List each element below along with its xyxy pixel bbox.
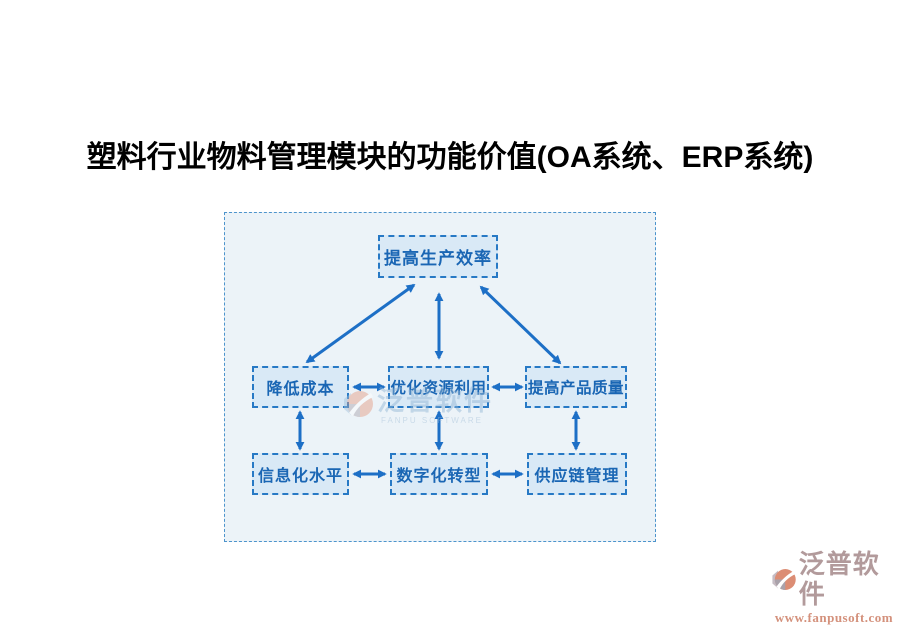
page-title: 塑料行业物料管理模块的功能价值(OA系统、ERP系统) bbox=[86, 141, 814, 174]
node-improve-product-quality: 提高产品质量 bbox=[525, 366, 627, 408]
node-optimize-resource-utilization: 优化资源利用 bbox=[388, 366, 489, 408]
node-digital-transformation: 数字化转型 bbox=[390, 453, 488, 495]
arrow-layer bbox=[295, 283, 581, 479]
footer-brand-url: www.fanpusoft.com bbox=[774, 610, 894, 625]
node-reduce-costs: 降低成本 bbox=[252, 366, 349, 408]
footer-brand-name: 泛普软件 bbox=[798, 549, 880, 609]
footer-brand: 泛普软件 www.fanpusoft.com bbox=[770, 549, 898, 626]
arrow-top-to-mid-right bbox=[479, 285, 562, 365]
node-supply-chain-management: 供应链管理 bbox=[527, 453, 627, 495]
node-informatization-level: 信息化水平 bbox=[252, 453, 349, 495]
diagram-container: 提高生产效率 降低成本 优化资源利用 提高产品质量 信息化水平 数字化转型 供应… bbox=[224, 212, 656, 542]
arrow-top-to-mid-left bbox=[305, 283, 416, 364]
fanpu-logo-icon bbox=[772, 568, 796, 590]
node-improve-production-efficiency: 提高生产效率 bbox=[378, 235, 498, 278]
